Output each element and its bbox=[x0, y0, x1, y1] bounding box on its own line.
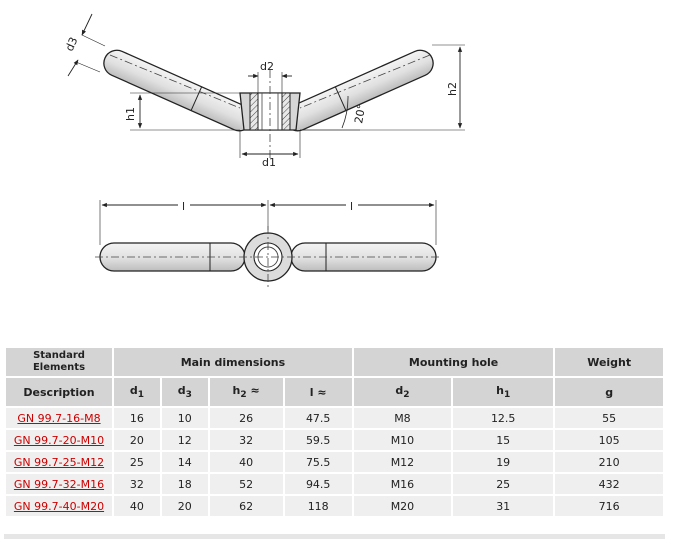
dim-h1: h1 bbox=[124, 107, 137, 121]
dim-l-right: l bbox=[350, 200, 353, 213]
cell-l: 118 bbox=[284, 496, 352, 516]
dim-d3: d3 bbox=[63, 35, 81, 53]
cell-l: 47.5 bbox=[284, 408, 352, 428]
column-header: g bbox=[555, 378, 663, 406]
header-main-dimensions: Main dimensions bbox=[114, 348, 352, 376]
cell-description: GN 99.7-25-M12 bbox=[6, 452, 112, 472]
cell-description: GN 99.7-16-M8 bbox=[6, 408, 112, 428]
cell-h2: 52 bbox=[209, 474, 283, 494]
group-header-row: Standard Elements Main dimensions Mounti… bbox=[6, 348, 663, 376]
column-header: h2 ≈ bbox=[209, 378, 283, 406]
cell-h2: 40 bbox=[209, 452, 283, 472]
column-header: d2 bbox=[353, 378, 452, 406]
dim-d2: d2 bbox=[260, 60, 274, 73]
cell-h2: 62 bbox=[209, 496, 283, 516]
product-link[interactable]: GN 99.7-32-M16 bbox=[13, 477, 105, 491]
dim-d1: d1 bbox=[262, 156, 276, 169]
cell-d2: M10 bbox=[353, 430, 452, 450]
cell-g: 105 bbox=[555, 430, 663, 450]
cell-h2: 26 bbox=[209, 408, 283, 428]
technical-drawing: d3 d2 h1 d1 h2 20° bbox=[63, 13, 465, 288]
cell-h1: 31 bbox=[453, 496, 554, 516]
cell-d2: M12 bbox=[353, 452, 452, 472]
column-header: Description bbox=[6, 378, 112, 406]
cell-d2: M20 bbox=[353, 496, 452, 516]
cell-d3: 10 bbox=[161, 408, 208, 428]
cell-h1: 15 bbox=[453, 430, 554, 450]
product-link[interactable]: GN 99.7-40-M20 bbox=[13, 499, 105, 513]
cell-h1: 25 bbox=[453, 474, 554, 494]
cell-d1: 20 bbox=[114, 430, 160, 450]
cell-d1: 40 bbox=[114, 496, 160, 516]
cell-d2: M16 bbox=[353, 474, 452, 494]
side-view: d3 d2 h1 d1 h2 20° bbox=[63, 13, 465, 169]
cell-g: 432 bbox=[555, 474, 663, 494]
cell-d3: 18 bbox=[161, 474, 208, 494]
product-link[interactable]: GN 99.7-16-M8 bbox=[17, 411, 101, 425]
cell-d2: M8 bbox=[353, 408, 452, 428]
spec-table: Standard Elements Main dimensions Mounti… bbox=[4, 346, 665, 518]
header-standard-elements: Standard Elements bbox=[6, 348, 112, 376]
column-header: d3 bbox=[161, 378, 208, 406]
column-header: h1 bbox=[453, 378, 554, 406]
column-header: l ≈ bbox=[284, 378, 352, 406]
top-view: l l bbox=[95, 198, 441, 288]
cell-description: GN 99.7-20-M10 bbox=[6, 430, 112, 450]
dim-h2: h2 bbox=[446, 82, 459, 96]
cell-h1: 19 bbox=[453, 452, 554, 472]
cell-description: GN 99.7-32-M16 bbox=[6, 474, 112, 494]
cell-h2: 32 bbox=[209, 430, 283, 450]
cell-d1: 25 bbox=[114, 452, 160, 472]
product-link[interactable]: GN 99.7-25-M12 bbox=[13, 455, 105, 469]
cell-g: 55 bbox=[555, 408, 663, 428]
dim-angle: 20° bbox=[352, 103, 368, 124]
header-mounting-hole: Mounting hole bbox=[353, 348, 554, 376]
cell-d3: 20 bbox=[161, 496, 208, 516]
dim-l-left: l bbox=[182, 200, 185, 213]
cell-d1: 32 bbox=[114, 474, 160, 494]
cell-l: 75.5 bbox=[284, 452, 352, 472]
cell-h1: 12.5 bbox=[453, 408, 554, 428]
product-link[interactable]: GN 99.7-20-M10 bbox=[13, 433, 105, 447]
cell-l: 94.5 bbox=[284, 474, 352, 494]
cell-d1: 16 bbox=[114, 408, 160, 428]
cell-d3: 12 bbox=[161, 430, 208, 450]
column-header: d1 bbox=[114, 378, 160, 406]
cell-description: GN 99.7-40-M20 bbox=[6, 496, 112, 516]
footer-bar bbox=[4, 534, 665, 539]
cell-g: 210 bbox=[555, 452, 663, 472]
cell-g: 716 bbox=[555, 496, 663, 516]
cell-l: 59.5 bbox=[284, 430, 352, 450]
header-weight: Weight bbox=[555, 348, 663, 376]
cell-d3: 14 bbox=[161, 452, 208, 472]
